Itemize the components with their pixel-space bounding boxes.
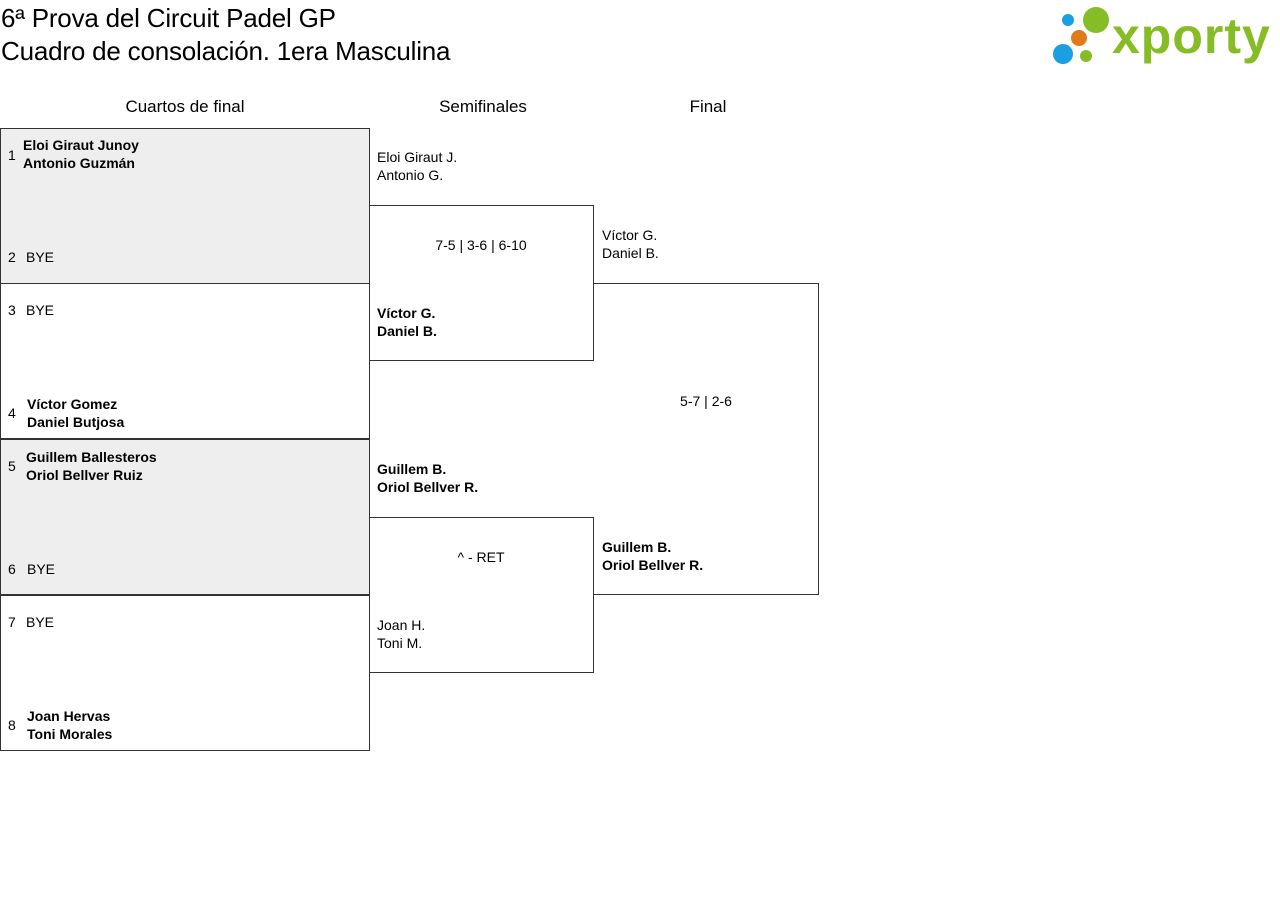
semifinal-1-score: 7-5 | 3-6 | 6-10: [435, 237, 527, 253]
xporty-dots-icon: [1053, 7, 1109, 64]
seed-number: 3: [8, 302, 16, 318]
seed-number: 5: [8, 458, 16, 474]
tournament-title: 6ª Prova del Circuit Padel GP: [1, 3, 336, 33]
quarterfinal-match-3: 5 Guillem Ballesteros Oriol Bellver Ruiz…: [0, 439, 370, 595]
team-player-2: Daniel Butjosa: [27, 414, 125, 430]
xporty-logo[interactable]: xporty: [1050, 4, 1280, 68]
team-player-1: Eloi Giraut Junoy: [23, 137, 139, 153]
final-team-1-player-1: Víctor G.: [602, 227, 658, 243]
semifinal-team-1-player-2: Antonio G.: [377, 167, 444, 183]
final-team-2-player-1: Guillem B.: [602, 539, 672, 555]
seed-number: 1: [8, 147, 16, 163]
round-heading-final: Final: [689, 97, 727, 116]
final-team-1-player-2: Daniel B.: [602, 245, 659, 261]
final-match: 5-7 | 2-6: [594, 283, 819, 595]
semifinal-team-2-player-2: Daniel B.: [377, 323, 437, 339]
round-heading-quarterfinals: Cuartos de final: [125, 97, 245, 116]
team-player-1: BYE: [26, 249, 55, 265]
team-player-2: Antonio Guzmán: [23, 155, 135, 171]
semifinal-2-score: ^ - RET: [457, 549, 505, 565]
quarterfinal-match-4: 7 BYE 8 Joan Hervas Toni Morales: [0, 595, 370, 751]
semifinal-team-3-player-1: Guillem B.: [377, 461, 447, 477]
seed-number: 6: [8, 561, 16, 577]
logo-wordmark: xporty: [1112, 8, 1271, 64]
quarterfinal-match-1: 1 Eloi Giraut Junoy Antonio Guzmán 2 BYE: [0, 128, 370, 284]
team-player-1: Víctor Gomez: [27, 396, 118, 412]
semifinal-team-4-player-1: Joan H.: [377, 617, 426, 633]
semifinal-team-3-player-2: Oriol Bellver R.: [377, 479, 479, 495]
seed-number: 7: [8, 614, 16, 630]
semifinal-team-1-player-1: Eloi Giraut J.: [377, 149, 458, 165]
team-player-1: BYE: [26, 302, 55, 318]
final-team-2-player-2: Oriol Bellver R.: [602, 557, 704, 573]
final-score: 5-7 | 2-6: [680, 393, 732, 409]
team-player-1: BYE: [27, 561, 56, 577]
team-player-1: Joan Hervas: [27, 708, 111, 724]
seed-number: 8: [8, 717, 16, 733]
team-player-1: BYE: [26, 614, 55, 630]
round-heading-semifinals: Semifinales: [439, 97, 527, 116]
seed-number: 2: [8, 249, 16, 265]
semifinal-team-4-player-2: Toni M.: [377, 635, 423, 651]
draw-subtitle: Cuadro de consolación. 1era Masculina: [1, 36, 451, 66]
semifinal-match-2: ^ - RET: [369, 517, 594, 673]
team-player-2: Toni Morales: [27, 726, 113, 742]
team-player-2: Oriol Bellver Ruiz: [26, 467, 143, 483]
team-player-1: Guillem Ballesteros: [26, 449, 157, 465]
semifinal-match-1: 7-5 | 3-6 | 6-10: [369, 205, 594, 361]
seed-number: 4: [8, 405, 16, 421]
quarterfinal-match-2: 3 BYE 4 Víctor Gomez Daniel Butjosa: [0, 283, 370, 439]
semifinal-team-2-player-1: Víctor G.: [377, 305, 436, 321]
